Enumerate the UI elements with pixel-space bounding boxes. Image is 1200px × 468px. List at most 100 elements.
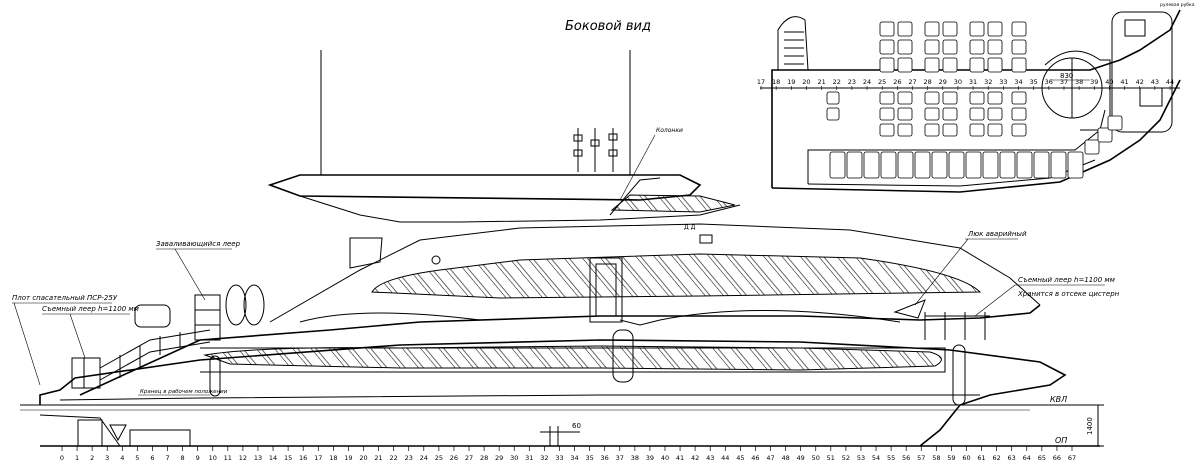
plan-frame-number: 19 <box>787 78 795 86</box>
frame-number: 9 <box>196 454 200 462</box>
seat <box>897 39 913 55</box>
label-kvl: КВЛ <box>1050 395 1067 404</box>
frame-number: 22 <box>390 454 398 462</box>
plan-frame-number: 43 <box>1151 78 1159 86</box>
seat <box>969 91 985 105</box>
plan-frame-number: 26 <box>893 78 901 86</box>
frame-number: 15 <box>284 454 292 462</box>
plan-frame-number: 18 <box>772 78 780 86</box>
frame-number: 17 <box>314 454 322 462</box>
seat <box>1107 115 1123 131</box>
frame-number: 27 <box>465 454 473 462</box>
seat <box>897 21 913 37</box>
seat <box>826 91 840 105</box>
seat <box>1011 57 1027 73</box>
frame-number: 18 <box>329 454 337 462</box>
seat <box>924 107 940 121</box>
frame-number: 4 <box>120 454 124 462</box>
plan-seating <box>826 21 1123 179</box>
plan-frame-number: 34 <box>1014 78 1022 86</box>
frame-number: 11 <box>224 454 232 462</box>
speaker-group <box>573 128 618 172</box>
seat <box>879 57 895 73</box>
label-speakers: Колонки <box>656 127 683 134</box>
plan-frame-number: 33 <box>999 78 1007 86</box>
frame-number: 50 <box>812 454 820 462</box>
frame-number: 41 <box>676 454 684 462</box>
plan-frame-number: 21 <box>817 78 825 86</box>
seat <box>987 21 1003 37</box>
frame-number: 7 <box>165 454 169 462</box>
seat <box>1011 39 1027 55</box>
frame-number: 61 <box>977 454 985 462</box>
frame-number: 24 <box>420 454 428 462</box>
seat <box>879 91 895 105</box>
seat <box>969 21 985 37</box>
seat <box>829 151 846 179</box>
seat <box>982 151 999 179</box>
frame-number: 16 <box>299 454 307 462</box>
plan-frame-number: 25 <box>878 78 886 86</box>
plan-frame-number: 37 <box>1060 78 1068 86</box>
plan-frame-number: 29 <box>939 78 947 86</box>
frame-number: 56 <box>902 454 910 462</box>
frame-number: 47 <box>766 454 774 462</box>
frame-number: 35 <box>585 454 593 462</box>
seat <box>969 123 985 137</box>
hull-side-view <box>20 50 1100 447</box>
seat <box>897 57 913 73</box>
frame-number: 1 <box>75 454 79 462</box>
label-rail-right-2: Хранится в отсеке цистерн <box>1017 290 1120 298</box>
seat <box>987 39 1003 55</box>
seat <box>846 151 863 179</box>
plan-frame-number: 23 <box>848 78 856 86</box>
frame-number: 8 <box>181 454 185 462</box>
frame-number: 57 <box>917 454 925 462</box>
seat <box>1084 139 1100 155</box>
label-dd: Д Д <box>684 224 696 231</box>
plan-frame-number: 40 <box>1105 78 1113 86</box>
frame-number: 37 <box>616 454 624 462</box>
plan-frame-number: 24 <box>863 78 871 86</box>
frame-number: 19 <box>344 454 352 462</box>
frame-number: 55 <box>887 454 895 462</box>
frame-number: 54 <box>872 454 880 462</box>
frame-number: 26 <box>450 454 458 462</box>
seat <box>879 21 895 37</box>
frame-number: 44 <box>721 454 729 462</box>
frame-number: 53 <box>857 454 865 462</box>
frame-number: 20 <box>359 454 367 462</box>
plan-frame-number: 17 <box>757 78 765 86</box>
plan-frame-number: 22 <box>833 78 841 86</box>
label-fender: Кранец в рабочем положении <box>140 389 228 395</box>
frame-number: 0 <box>60 454 64 462</box>
frame-number: 34 <box>570 454 578 462</box>
height-dim-label: 1400 <box>1086 417 1094 435</box>
seat <box>987 57 1003 73</box>
height-dimension: 1400 <box>1086 404 1104 447</box>
frame-number: 46 <box>751 454 759 462</box>
seat <box>942 123 958 137</box>
seat <box>969 107 985 121</box>
seat <box>1011 123 1027 137</box>
label-folding-rail: Заваливающийся леер <box>156 240 241 248</box>
frame-number: 6 <box>150 454 154 462</box>
seat <box>942 57 958 73</box>
seat <box>969 39 985 55</box>
frame-number: 67 <box>1068 454 1076 462</box>
plan-frame-number: 41 <box>1120 78 1128 86</box>
seat <box>942 21 958 37</box>
seat <box>942 39 958 55</box>
frame-number: 28 <box>480 454 488 462</box>
plan-frame-number: 44 <box>1166 78 1174 86</box>
seat <box>879 39 895 55</box>
frame-number: 5 <box>135 454 139 462</box>
seat <box>924 123 940 137</box>
seat <box>999 151 1016 179</box>
seat <box>1050 151 1067 179</box>
lower-window-strip <box>203 345 942 371</box>
frame-number: 33 <box>555 454 563 462</box>
seat <box>880 151 897 179</box>
plan-frame-number: 27 <box>908 78 916 86</box>
plan-frame-number: 39 <box>1090 78 1098 86</box>
